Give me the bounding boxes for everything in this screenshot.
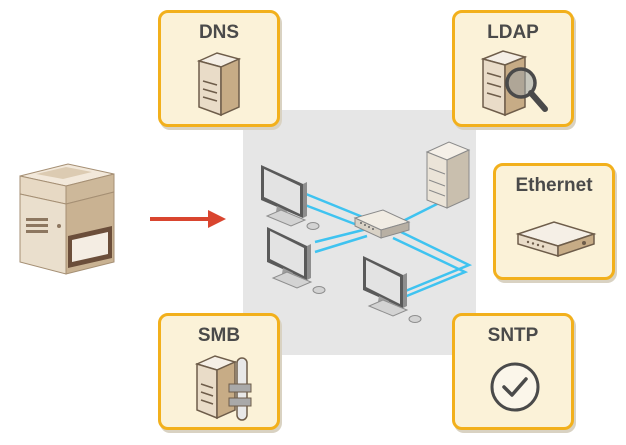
ethernet-card: Ethernet [493, 163, 615, 280]
server-share-icon [194, 355, 252, 421]
network-hub-icon [353, 209, 411, 239]
smb-label: SMB [197, 325, 241, 346]
network-illustration [243, 110, 476, 355]
router-icon [515, 221, 597, 258]
ldap-label: LDAP [487, 22, 539, 43]
ethernet-label: Ethernet [515, 175, 593, 196]
server-icon [425, 141, 471, 209]
red-arrow-icon [150, 208, 228, 235]
clock-icon [490, 362, 540, 412]
computer-icon [267, 227, 326, 294]
server-icon [196, 52, 242, 117]
computer-icon [261, 165, 320, 230]
smb-card: SMB [158, 313, 280, 430]
computer-icon [363, 256, 422, 323]
sntp-card: SNTP [452, 313, 574, 430]
dns-card: DNS [158, 10, 280, 127]
printer-icon [6, 162, 126, 287]
server-magnifier-icon [480, 50, 548, 117]
dns-label: DNS [198, 22, 240, 43]
sntp-label: SNTP [487, 325, 539, 346]
ldap-card: LDAP [452, 10, 574, 127]
network-cables [300, 190, 473, 302]
